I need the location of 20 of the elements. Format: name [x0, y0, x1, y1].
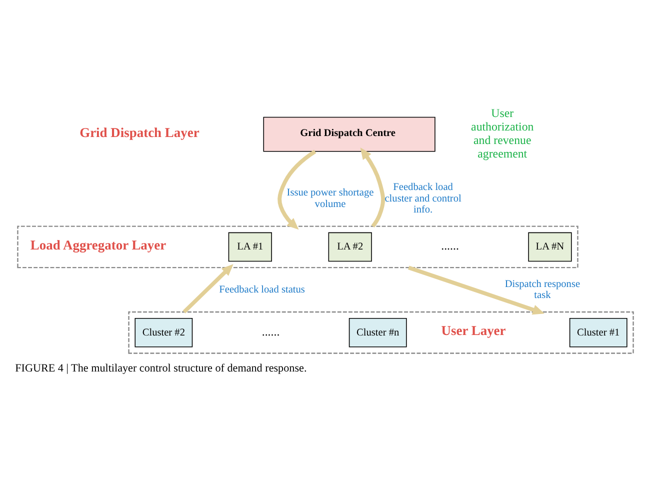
node-box: Cluster #2 — [134, 318, 193, 348]
node-box: Grid Dispatch Centre — [263, 116, 436, 152]
label: ...... — [262, 324, 280, 338]
label: User authorization and revenue agreement — [471, 106, 534, 160]
edge-label: Feedback load status — [219, 284, 305, 296]
caption: FIGURE 4 | The multilayer control structure of demand response. — [15, 362, 307, 375]
arrow — [408, 266, 544, 315]
arrow — [278, 150, 316, 230]
arrow — [182, 264, 234, 314]
node-box: LA #N — [528, 232, 572, 262]
node-box: LA #1 — [228, 232, 272, 262]
node-box: LA #2 — [328, 232, 372, 262]
edge-label: Issue power shortage volume — [286, 188, 374, 210]
node-box: Cluster #n — [348, 318, 407, 348]
arrow — [360, 147, 386, 228]
edge-label: Feedback load cluster and control info. — [384, 182, 462, 216]
edge-label: Dispatch response task — [504, 278, 580, 302]
label: ...... — [441, 238, 459, 253]
node-box: Cluster #1 — [569, 318, 628, 348]
label: Grid Dispatch Layer — [80, 124, 200, 140]
